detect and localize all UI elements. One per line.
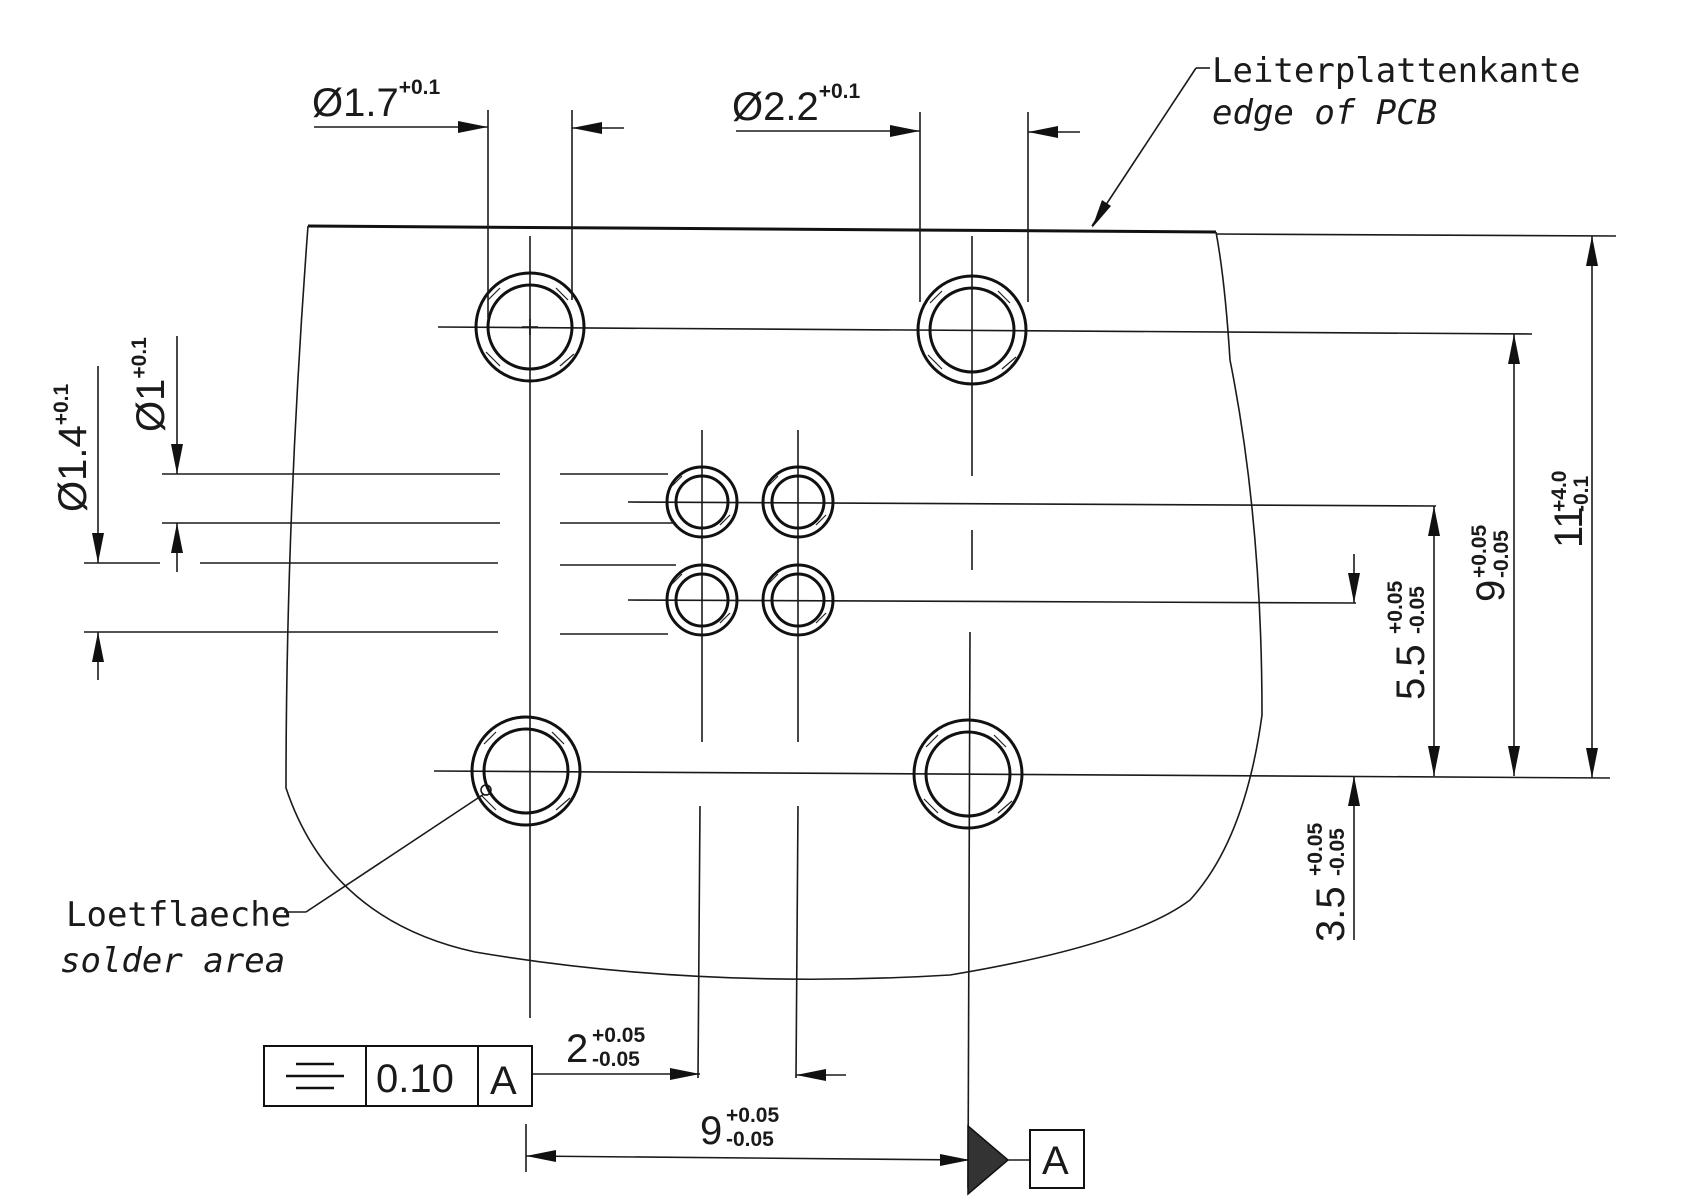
dim-11: 11 +4.0 -0.1 <box>1215 233 1617 778</box>
pcb-edge-label-de: Leiterplattenkante <box>1212 51 1580 91</box>
large-hole-bottom-left <box>470 715 582 827</box>
arrow-head <box>1348 573 1360 603</box>
dim-3-5: 3.5 +0.05 -0.05 <box>1304 554 1360 942</box>
arrow-head <box>796 1069 826 1081</box>
left-extension-lines <box>84 473 676 635</box>
centerline-small-row1 <box>627 501 1437 507</box>
dim-9v-upper: +0.05 <box>1468 525 1491 578</box>
dim-9-horizontal: 9 +0.05 -0.05 <box>525 1104 971 1172</box>
tolerance-frame: 0.10 A <box>263 1045 533 1107</box>
pcb-edge-label-en: edge of PCB <box>1212 93 1437 133</box>
arrow-head <box>92 533 104 563</box>
arrow-head <box>171 444 183 474</box>
dim-2-upper: +0.05 <box>592 1024 645 1047</box>
small-holes <box>665 465 835 637</box>
arrow-head <box>458 121 488 133</box>
dim-5-5: 5.5 +0.05 -0.05 <box>1384 506 1440 776</box>
dim-9-vertical: 9 +0.05 -0.05 <box>1468 334 1520 776</box>
arrow-head <box>1508 746 1520 776</box>
arrow-head <box>171 523 183 553</box>
dia-small-hole-label: Ø1+0.1 <box>128 337 173 432</box>
solder-marker <box>480 784 492 796</box>
datum-label: A <box>1042 1139 1069 1183</box>
symmetry-icon <box>286 1062 344 1090</box>
pcb-edge-callout: Leiterplattenkante edge of PCB <box>1091 51 1580 228</box>
dim-11-lower: -0.1 <box>1570 475 1593 512</box>
arrow-head <box>890 125 920 137</box>
dia-large-pad-label: Ø2.2+0.1 <box>732 80 861 129</box>
dim-9h-upper: +0.05 <box>726 1104 779 1127</box>
arrow-head <box>92 632 104 662</box>
dim-5-5-label: 5.5 <box>1389 644 1433 700</box>
arrow-head <box>1586 236 1598 266</box>
centerline-top-row <box>437 326 1533 335</box>
solder-label-de: Loetflaeche <box>66 895 291 935</box>
centerline-small-row2 <box>627 599 1357 604</box>
arrow-head <box>1428 506 1440 536</box>
arrow-head <box>670 1068 700 1080</box>
large-hole-bottom-right <box>912 718 1024 830</box>
arrow-head <box>940 1154 970 1166</box>
arrow-head <box>526 1150 556 1162</box>
arrow-head <box>1586 748 1598 778</box>
arrow-head <box>1348 776 1360 806</box>
dia-large-hole-label: Ø1.7+0.1 <box>312 76 441 125</box>
tolerance-value: 0.10 <box>376 1057 454 1101</box>
centerline-right-col-lower <box>967 631 971 1189</box>
dim-11-label: 11 <box>1547 506 1591 548</box>
pcb-contour <box>285 225 1263 981</box>
small-hole-4 <box>761 563 835 637</box>
dim-5-5-lower: -0.05 <box>1406 586 1429 634</box>
centerline-small-col2-lower <box>795 805 799 1079</box>
dim-3-5-upper: +0.05 <box>1304 823 1327 876</box>
solder-label-en: solder area <box>60 941 285 981</box>
dim-9v-lower: -0.05 <box>1490 530 1513 578</box>
arrow-head <box>1428 746 1440 776</box>
solder-area-callout: Loetflaeche solder area <box>60 793 485 981</box>
dim-dia-large-hole: Ø1.7+0.1 <box>312 76 624 318</box>
dim-9v-label: 9 <box>1469 580 1513 602</box>
pcb-outline <box>285 224 1263 981</box>
arrow-head <box>1028 126 1058 138</box>
arrow-head <box>572 122 602 134</box>
dim-2: 2 +0.05 -0.05 <box>532 1024 846 1081</box>
small-hole-1 <box>665 465 739 539</box>
datum-a: A <box>967 1124 1085 1196</box>
large-holes <box>470 271 1028 830</box>
dim-dia-large-pad: Ø2.2+0.1 <box>732 80 1080 302</box>
dim-3-5-lower: -0.05 <box>1326 828 1349 876</box>
tolerance-datum: A <box>490 1059 517 1103</box>
datum-triangle <box>967 1124 1010 1196</box>
arrow-head <box>1508 334 1520 364</box>
small-hole-2 <box>761 465 835 539</box>
pcb-edge-line <box>307 224 1217 234</box>
dim-11-upper: +4.0 <box>1548 471 1571 512</box>
dim-5-5-upper: +0.05 <box>1384 581 1407 634</box>
dim-9h-lower: -0.05 <box>726 1128 774 1151</box>
dia-small-pad-label: Ø1.4+0.1 <box>50 383 95 512</box>
dim-3-5-label: 3.5 <box>1309 886 1353 942</box>
large-hole-top-left <box>474 271 586 383</box>
small-hole-3 <box>665 563 739 637</box>
dim-dia-small-hole: Ø1+0.1 <box>128 336 183 572</box>
large-hole-top-right <box>916 274 1028 386</box>
dim-2-lower: -0.05 <box>592 1048 640 1071</box>
centerline-small-col1-lower <box>697 805 701 1079</box>
dim-2-label: 2 <box>566 1027 588 1071</box>
dim-9h-label: 9 <box>700 1109 722 1153</box>
arrow-head <box>1092 200 1111 228</box>
dim-dia-small-pad: Ø1.4+0.1 <box>50 366 104 680</box>
